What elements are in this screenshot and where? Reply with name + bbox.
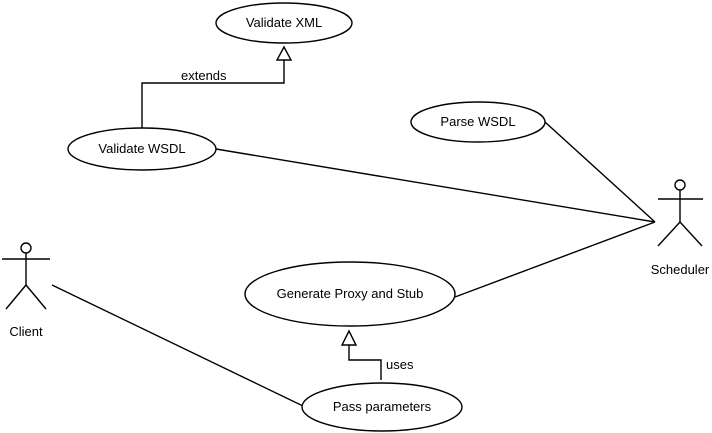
association-parse-wsdl-scheduler xyxy=(544,121,656,223)
use-case-ellipse xyxy=(301,382,463,432)
client-stick-figure-icon xyxy=(2,242,50,310)
actor-client[interactable]: Client xyxy=(2,242,50,339)
uses-connector xyxy=(348,345,382,380)
association-client-pass-parameters xyxy=(51,284,304,407)
uses-label: uses xyxy=(386,357,414,372)
use-case-label: Validate XML xyxy=(246,15,322,30)
use-case-label: Pass parameters xyxy=(333,399,432,414)
use-case-ellipse xyxy=(244,261,456,327)
uses-arrowhead xyxy=(340,329,358,346)
extends-arrowhead xyxy=(275,45,293,61)
association-validate-wsdl-scheduler xyxy=(215,148,656,223)
scheduler-stick-figure-icon xyxy=(657,179,703,247)
use-case-pass-parameters[interactable]: Pass parameters xyxy=(301,382,463,432)
use-case-label: Validate WSDL xyxy=(98,141,185,156)
actor-scheduler[interactable]: Scheduler xyxy=(651,179,710,277)
scheduler-label: Scheduler xyxy=(651,262,710,277)
client-label: Client xyxy=(9,324,43,339)
use-case-parse-wsdl[interactable]: Parse WSDL xyxy=(410,101,546,143)
association-generate-proxy-scheduler xyxy=(454,221,656,298)
use-case-ellipse xyxy=(410,101,546,143)
use-case-validate-xml[interactable]: Validate XML xyxy=(215,2,353,44)
use-case-label: Generate Proxy and Stub xyxy=(277,286,424,301)
use-case-ellipse xyxy=(215,2,353,44)
extends-connector xyxy=(141,60,285,129)
use-case-validate-wsdl[interactable]: Validate WSDL xyxy=(67,127,217,171)
use-case-ellipse xyxy=(67,127,217,171)
use-case-label: Parse WSDL xyxy=(440,114,515,129)
use-case-generate-proxy-stub[interactable]: Generate Proxy and Stub xyxy=(244,261,456,327)
extends-label: extends xyxy=(181,68,227,83)
